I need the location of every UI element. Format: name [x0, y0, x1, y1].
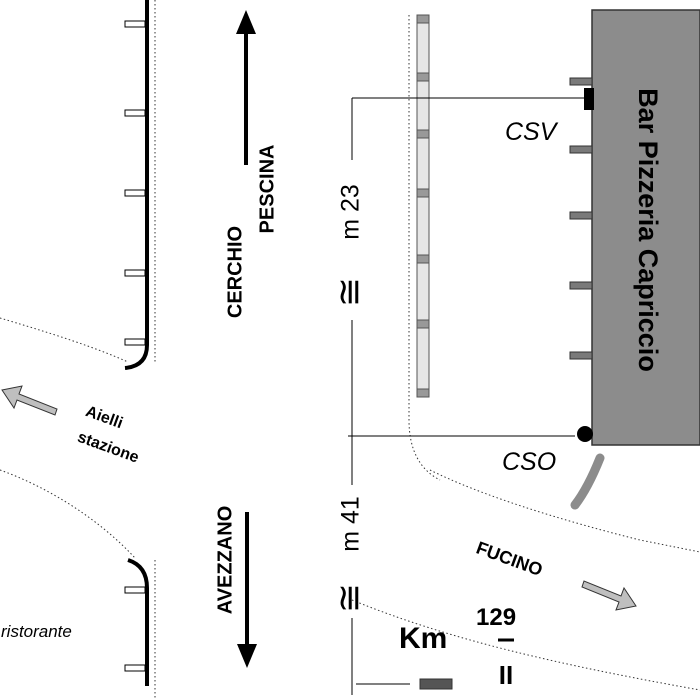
median-segment	[416, 14, 430, 398]
side-road-upper-edge	[0, 317, 129, 363]
building-post	[569, 351, 593, 360]
curb-line	[124, 0, 149, 370]
arrow-down-icon	[237, 512, 257, 668]
direction-west-line1: Aielli	[83, 403, 125, 432]
bus-stop-icon	[584, 88, 594, 110]
stop-label-south: CSO	[502, 448, 556, 476]
km-stone-marker	[419, 678, 453, 690]
direction-south: AVEZZANO	[214, 506, 236, 615]
curb-line	[127, 558, 149, 686]
curb-tick	[124, 586, 146, 594]
curb-tick	[124, 338, 146, 346]
direction-north-line1: CERCHIO	[224, 226, 246, 318]
kilometer-marker: Km 129 II	[399, 604, 516, 690]
building-bar-pizzeria: Bar Pizzeria Capriccio	[569, 9, 700, 446]
km-label: Km	[399, 622, 447, 655]
arrow-body	[581, 580, 637, 611]
arrow-head	[236, 10, 256, 34]
direction-west-line2: stazione	[75, 429, 141, 467]
west-curb-lower	[124, 558, 149, 686]
median-strip	[416, 14, 430, 398]
building-posts	[569, 77, 593, 360]
median-band	[416, 388, 430, 398]
fucino-road-upper-edge	[429, 469, 700, 553]
distance-lines	[348, 97, 585, 695]
approx-symbol-upper: ≅	[329, 277, 370, 307]
building-post	[569, 145, 593, 154]
landmark-restaurant: ristorante	[1, 622, 72, 641]
curb-tick	[124, 20, 146, 28]
direction-north-line2: PESCINA	[256, 145, 278, 234]
curb-tick	[124, 189, 146, 197]
arrow-body	[1, 385, 58, 416]
building-body	[591, 9, 700, 446]
median-band	[416, 254, 430, 264]
side-road-lower-edge	[0, 469, 136, 559]
building-post	[569, 211, 593, 220]
stop-label-north: CSV	[505, 118, 559, 146]
driveway-ramp	[570, 453, 605, 510]
distance-upper: m 23	[337, 184, 365, 240]
median-band	[416, 319, 430, 329]
curb-tick	[124, 109, 146, 117]
building-post	[569, 77, 593, 86]
median-band	[416, 14, 430, 24]
curb-tick	[124, 269, 146, 277]
building-name: Bar Pizzeria Capriccio	[633, 88, 663, 372]
km-number: 129	[476, 604, 516, 631]
median-band	[416, 188, 430, 198]
km-roman: II	[499, 660, 513, 690]
median-band	[416, 72, 430, 82]
east-road-edge	[408, 15, 441, 481]
direction-east: FUCINO	[474, 538, 546, 580]
arrow-head	[237, 644, 257, 668]
arrow-up-icon	[236, 10, 256, 165]
arrow-right-icon	[581, 580, 637, 611]
distance-lower: m 41	[337, 496, 365, 552]
arrow-left-icon	[1, 385, 58, 416]
median-band	[416, 129, 430, 139]
approx-symbol-lower: ≅	[329, 583, 370, 613]
building-post	[569, 281, 593, 290]
curb-tick	[124, 664, 146, 672]
bus-stop-icon	[577, 426, 593, 442]
west-curb-upper	[124, 0, 149, 370]
